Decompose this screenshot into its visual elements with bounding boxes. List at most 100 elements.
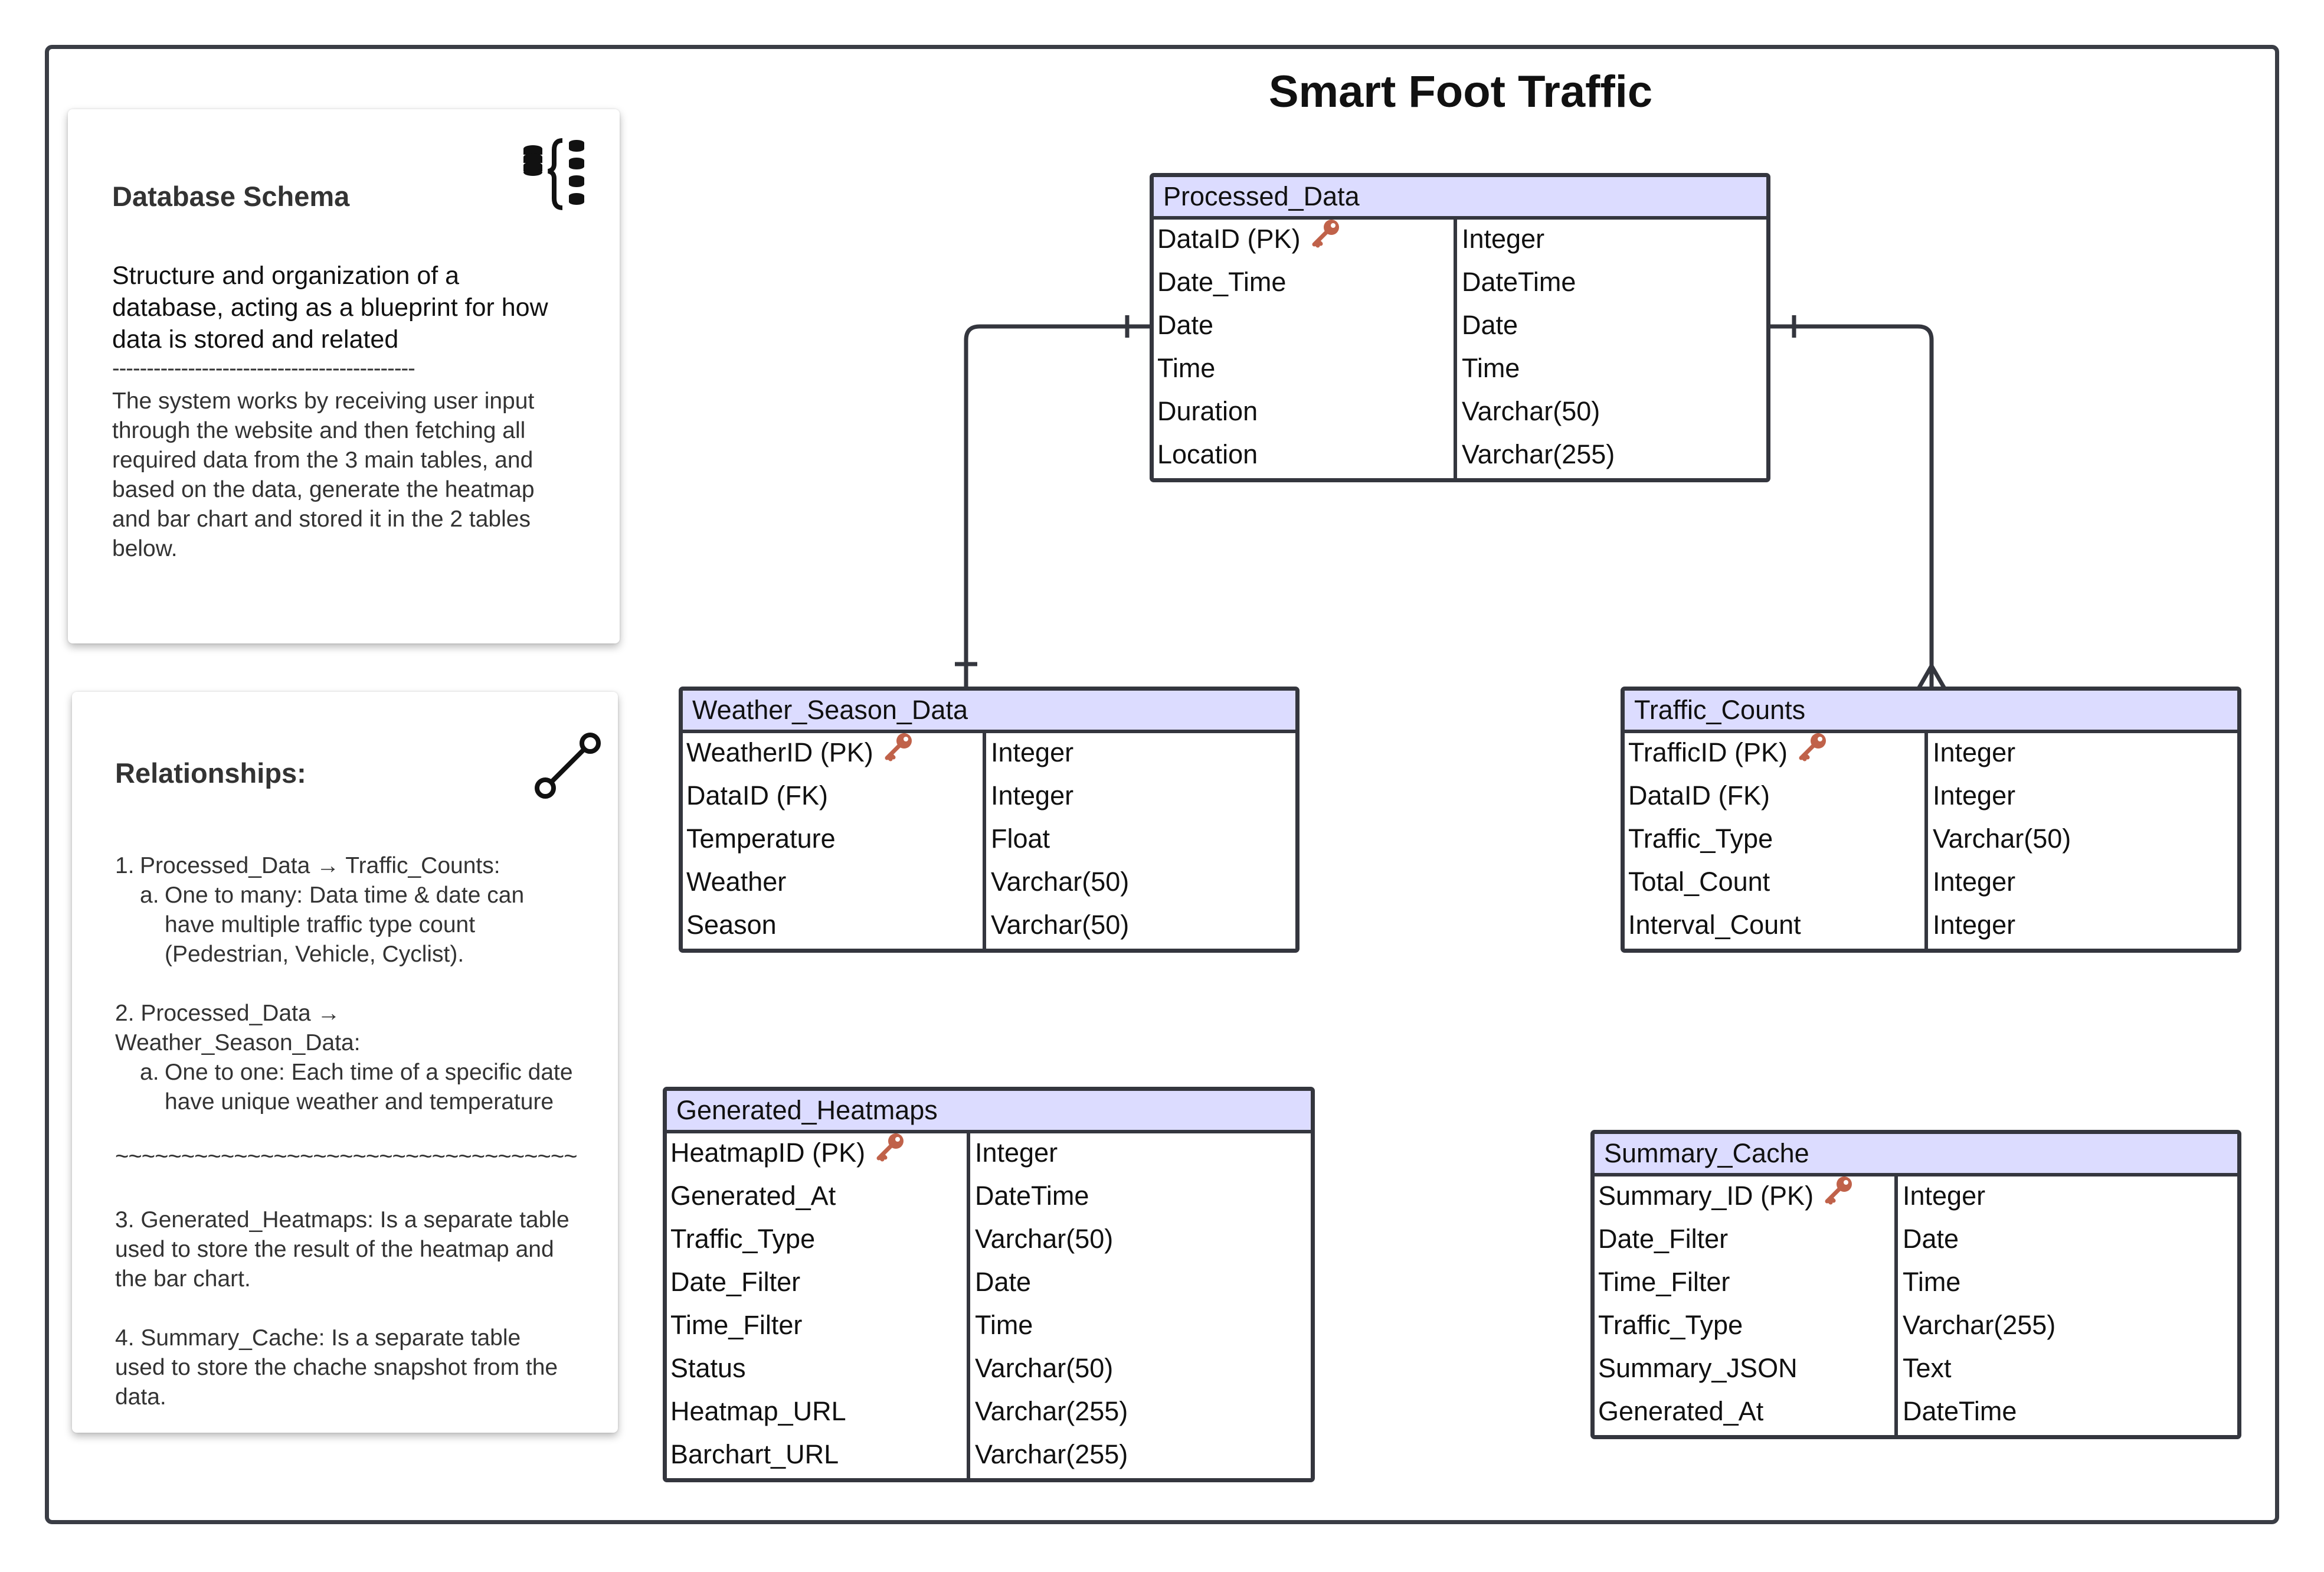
field-type: Integer [1933,867,2016,897]
schema-note-heading: Database Schema [112,181,350,212]
field-name-text: Location [1157,439,1258,469]
field-type: Date [1903,1224,1959,1254]
field-name: Traffic_Type [1598,1306,1743,1345]
field-name-text: Date_Filter [1598,1224,1729,1254]
table-row: DataID (FK)Integer [683,776,1295,819]
field-name: Weather [686,862,786,901]
field-name-text: Time [1157,353,1216,383]
relationship-sub-line: have unique weather and temperature [165,1089,554,1115]
schema-body-line: based on the data, generate the heatmap [112,477,535,502]
field-name-text: Traffic_Type [1628,823,1773,854]
field-name-text: Total_Count [1628,867,1770,897]
field-type: Integer [1933,910,2016,940]
column-divider [1924,733,1928,949]
diagram-title: Smart Foot Traffic [1268,67,1653,117]
field-type: Integer [1462,224,1545,254]
field-name: Date_Filter [1598,1220,1728,1259]
field-name-text: Traffic_Type [1598,1310,1743,1340]
field-type: Varchar(255) [975,1439,1128,1469]
relationship-item-text: 3. Generated_Heatmaps: Is a separate tab… [115,1207,569,1233]
field-name-text: Heatmap_URL [670,1396,846,1426]
field-name-text: Generated_At [1598,1396,1764,1426]
table-row: Traffic_Type Varchar(50) [1625,819,2237,862]
relationship-item-text: used to store the result of the heatmap … [115,1237,554,1262]
relationship-sub-label: a. [140,1060,159,1085]
field-type: Varchar(50) [1462,396,1600,426]
schema-lead-line: database, acting as a blueprint for how [112,293,548,322]
field-name: Interval_Count [1628,906,1801,944]
field-name-text: Interval_Count [1628,910,1801,940]
field-name: Traffic_Type [1628,819,1773,858]
table-row: HeatmapID (PK)Integer [667,1133,1311,1176]
field-name: Status [670,1349,746,1388]
field-name-text: HeatmapID (PK) [670,1138,866,1168]
table-row: Date_Filter Date [1595,1220,2237,1263]
field-name: HeatmapID (PK) [670,1133,906,1174]
relationship-item-text: Processed_Data → Traffic_Counts: [140,853,500,878]
field-name-text: Summary_JSON [1598,1353,1798,1383]
schema-lead-line: data is stored and related [112,325,399,354]
field-type: Time [1903,1267,1961,1297]
field-name: Date [1157,306,1213,345]
field-name-text: WeatherID (PK) [686,737,873,767]
field-name: Location [1157,435,1258,474]
field-name: Barchart_URL [670,1435,839,1474]
diagram-frame [45,45,2279,1524]
field-name-text: Time_Filter [1598,1267,1730,1297]
table-header: Processed_Data [1154,177,1766,220]
field-name: Generated_At [670,1176,836,1215]
field-name-text: Date [1157,310,1214,340]
relationship-item-1: 1.Processed_Data → Traffic_Counts: [115,851,500,881]
relationships-note-card: Relationships: 1.Processed_Data → Traffi… [72,692,618,1433]
table-row: Total_Count Integer [1625,862,2237,906]
field-type: Varchar(255) [975,1396,1128,1426]
field-name-text: Barchart_URL [670,1439,839,1469]
schema-note-lead: Structure and organization of a database… [112,260,584,355]
relationships-note-rule: ~~~~~~~~~~~~~~~~~~~~~~~~~~~~~~~~~~~ [115,1143,578,1169]
relationship-sub-line: One to many: Data time & date can [165,883,525,908]
schema-note-rule: ----------------------------------------… [112,356,415,381]
field-name-text: Season [686,910,777,940]
field-type: Text [1903,1353,1952,1383]
field-name-text: DataID (FK) [1628,780,1770,810]
relationship-sub-line: have multiple traffic type count [165,912,476,937]
relationship-item-text: used to store the chache snapshot from t… [115,1355,558,1380]
table-header: Summary_Cache [1595,1134,2237,1176]
table-row: Barchart_URL Varchar(255) [667,1435,1311,1478]
field-type: Varchar(255) [1903,1310,2056,1340]
table-row: Season Varchar(50) [683,906,1295,949]
relationship-item-1-detail: a. One to many: Data time & date can hav… [140,881,588,969]
field-name: Traffic_Type [670,1220,815,1259]
field-name: Season [686,906,777,944]
table-row: DataID (FK) Integer [1625,776,2237,819]
relationship-sub-line: (Pedestrian, Vehicle, Cyclist). [165,942,464,967]
table-header: Generated_Heatmaps [667,1091,1311,1133]
field-type: Time [1462,353,1520,383]
field-name: Time [1157,349,1215,388]
relationships-note-heading: Relationships: [115,757,306,789]
field-name: DataID (FK) [1628,776,1770,815]
field-type: Integer [1933,780,2016,810]
field-type: Varchar(50) [991,910,1130,940]
field-name-text: Date_Filter [670,1267,801,1297]
relationship-item-2-detail: a. One to one: Each time of a specific d… [140,1058,588,1117]
field-name-text: Summary_ID (PK) [1598,1181,1814,1211]
relationship-sub-line: One to one: Each time of a specific date [165,1060,573,1085]
table-row: DataID (PK)Integer [1154,220,1766,263]
field-type: Varchar(50) [1933,823,2071,854]
